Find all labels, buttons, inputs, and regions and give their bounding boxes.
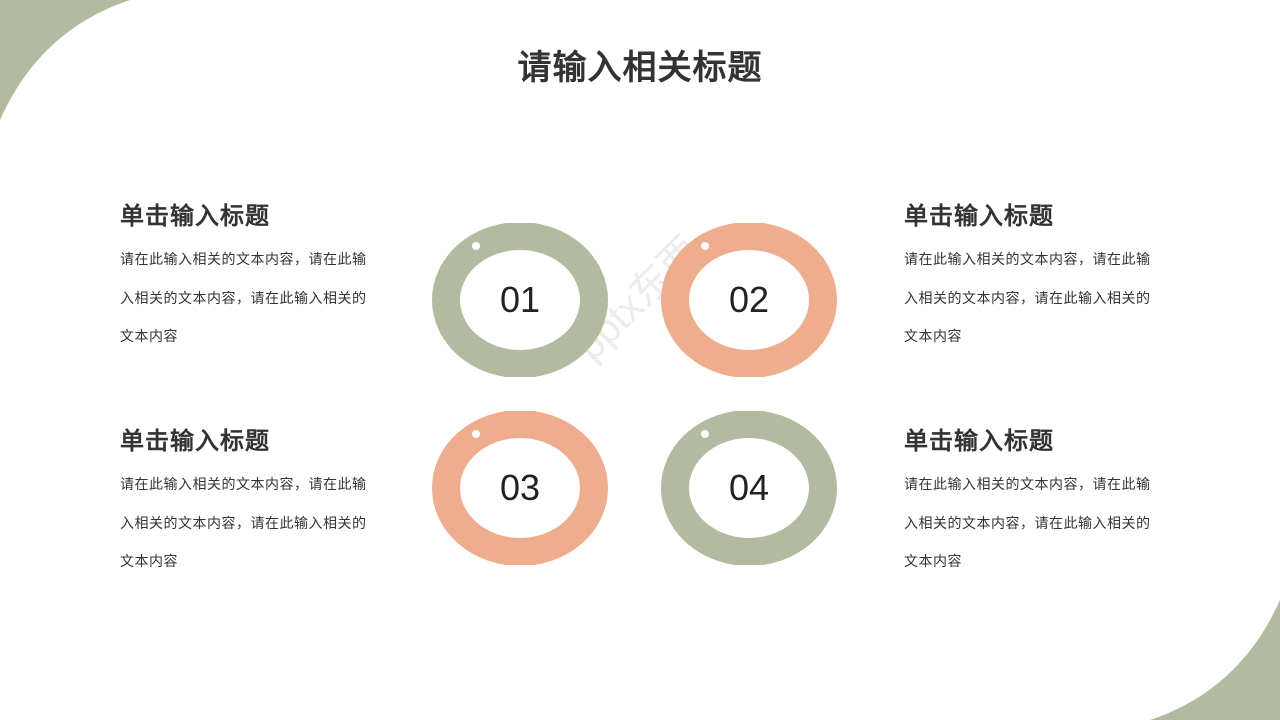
block-line: 文本内容: [904, 554, 962, 570]
block-line: 文本内容: [904, 329, 962, 345]
ring-shape: [432, 411, 608, 565]
ring-badge-02: 02: [661, 223, 837, 377]
ring-shape: [661, 223, 837, 377]
corner-decoration-bottom-right: [1150, 600, 1280, 720]
text-block-1: 单击输入标题 请在此输入相关的文本内容，请在此输 入相关的文本内容，请在此输入相…: [120, 196, 400, 357]
ring-badge-04: 04: [661, 411, 837, 565]
ring-shape: [661, 411, 837, 565]
block-body[interactable]: 请在此输入相关的文本内容，请在此输 入相关的文本内容，请在此输入相关的 文本内容: [904, 241, 1184, 357]
block-heading[interactable]: 单击输入标题: [904, 426, 1054, 455]
ring-shape: [432, 223, 608, 377]
text-block-3: 单击输入标题 请在此输入相关的文本内容，请在此输 入相关的文本内容，请在此输入相…: [120, 421, 400, 582]
ring-number: 01: [499, 279, 541, 320]
block-line: 请在此输入相关的文本内容，请在此输: [904, 477, 1151, 493]
block-line: 入相关的文本内容，请在此输入相关的: [904, 515, 1151, 532]
corner-decoration-top-left: [0, 0, 130, 120]
block-line: 文本内容: [120, 329, 178, 345]
block-line: 请在此输入相关的文本内容，请在此输: [120, 477, 367, 493]
block-heading[interactable]: 单击输入标题: [904, 201, 1054, 230]
block-body[interactable]: 请在此输入相关的文本内容，请在此输 入相关的文本内容，请在此输入相关的 文本内容: [120, 241, 400, 357]
block-heading[interactable]: 单击输入标题: [120, 201, 270, 230]
block-line: 入相关的文本内容，请在此输入相关的: [120, 290, 367, 307]
block-line: 入相关的文本内容，请在此输入相关的: [120, 515, 367, 532]
block-body[interactable]: 请在此输入相关的文本内容，请在此输 入相关的文本内容，请在此输入相关的 文本内容: [904, 466, 1184, 582]
ring-number: 04: [728, 467, 770, 508]
ring-number: 02: [728, 279, 770, 320]
block-line: 请在此输入相关的文本内容，请在此输: [904, 252, 1151, 268]
text-block-2: 单击输入标题 请在此输入相关的文本内容，请在此输 入相关的文本内容，请在此输入相…: [904, 196, 1184, 357]
block-heading[interactable]: 单击输入标题: [120, 426, 270, 455]
text-block-4: 单击输入标题 请在此输入相关的文本内容，请在此输 入相关的文本内容，请在此输入相…: [904, 421, 1184, 582]
ring-badge-01: 01: [432, 223, 608, 377]
block-line: 请在此输入相关的文本内容，请在此输: [120, 252, 367, 268]
page-title: 请输入相关标题: [517, 48, 763, 88]
ring-badge-03: 03: [432, 411, 608, 565]
block-line: 入相关的文本内容，请在此输入相关的: [904, 290, 1151, 307]
block-line: 文本内容: [120, 554, 178, 570]
ring-number: 03: [499, 467, 541, 508]
block-body[interactable]: 请在此输入相关的文本内容，请在此输 入相关的文本内容，请在此输入相关的 文本内容: [120, 466, 400, 582]
